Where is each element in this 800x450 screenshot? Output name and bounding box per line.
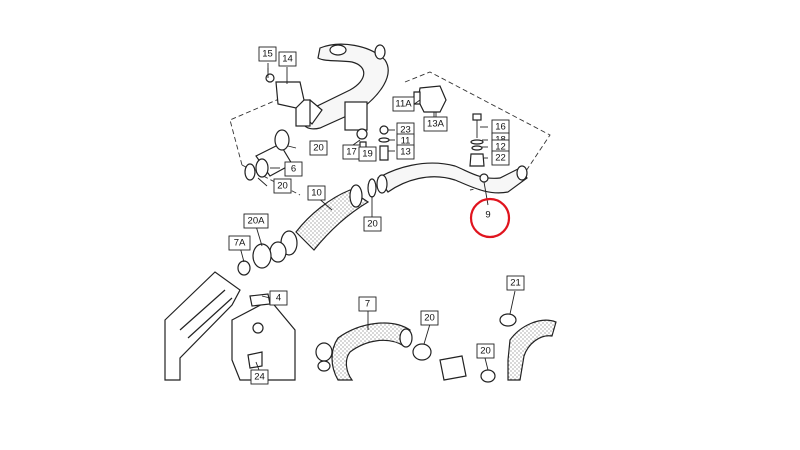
callout-19: 19 xyxy=(358,146,377,162)
callout-label: 13 xyxy=(400,147,411,158)
callout-label: 20 xyxy=(424,313,435,324)
callout-label: 11A xyxy=(395,99,412,110)
callout-20-right: 20 xyxy=(476,343,495,359)
callout-14: 14 xyxy=(278,51,297,67)
callout-20a: 20A xyxy=(243,213,269,229)
callout-11: 11 xyxy=(396,133,415,149)
callout-label: 24 xyxy=(254,372,265,383)
callout-label: 14 xyxy=(282,54,293,65)
callout-label: 9 xyxy=(485,210,490,221)
callout-label: 22 xyxy=(495,153,506,164)
small-parts-centre xyxy=(356,125,390,161)
callout-label: 4 xyxy=(276,293,281,304)
callout-label: 23 xyxy=(400,125,411,136)
callout-11a: 11A xyxy=(392,96,415,112)
callout-label: 20 xyxy=(313,143,324,154)
hose-21 xyxy=(499,313,557,381)
intercooler xyxy=(164,271,296,381)
callout-20-mid: 20 xyxy=(363,216,382,232)
callout-20-left: 20 xyxy=(273,178,292,194)
callout-20-top: 20 xyxy=(309,140,328,156)
callout-label: 16 xyxy=(495,122,506,133)
callout-7a: 7A xyxy=(228,235,251,251)
callout-label: 12 xyxy=(495,142,506,153)
callout-20-lower: 20 xyxy=(420,310,439,326)
clamp-group-upper xyxy=(237,178,377,276)
bolt-stack xyxy=(469,113,485,167)
callout-6: 6 xyxy=(284,161,303,177)
callout-17: 17 xyxy=(342,144,361,160)
callout-9: 9 xyxy=(469,197,511,239)
bracket-14 xyxy=(265,68,305,109)
callout-label: 17 xyxy=(346,147,357,158)
callout-15: 15 xyxy=(258,46,277,62)
callout-21: 21 xyxy=(506,275,525,291)
clamp-group-lower xyxy=(412,343,496,383)
highlight-ring xyxy=(469,197,511,239)
callout-24: 24 xyxy=(250,369,269,385)
callout-4: 4 xyxy=(269,290,288,306)
callout-label: 20 xyxy=(480,346,491,357)
callout-label: 11 xyxy=(401,136,411,147)
callout-13a: 13A xyxy=(423,116,448,132)
callout-label: 21 xyxy=(510,278,521,289)
callout-label: 15 xyxy=(262,49,273,60)
callout-label: 6 xyxy=(291,164,296,175)
callout-label: 20 xyxy=(277,181,288,192)
hose-7 xyxy=(315,322,413,381)
callout-label: 20A xyxy=(248,216,266,227)
callout-label: 13A xyxy=(427,119,445,130)
hose-6 xyxy=(244,129,293,181)
callout-7: 7 xyxy=(358,296,377,312)
callout-22: 22 xyxy=(491,150,510,166)
leader-lines xyxy=(239,63,516,371)
upper-pipe xyxy=(295,43,389,131)
callout-label: 19 xyxy=(362,149,373,160)
callout-13: 13 xyxy=(396,144,415,160)
callout-10: 10 xyxy=(307,185,326,201)
callout-label: 20 xyxy=(367,219,378,230)
callout-16: 16 xyxy=(491,119,510,135)
charge-pipe-9 xyxy=(376,162,528,194)
callout-label: 10 xyxy=(311,188,322,199)
callout-label: 7A xyxy=(234,238,246,249)
callout-label: 7 xyxy=(365,299,370,310)
